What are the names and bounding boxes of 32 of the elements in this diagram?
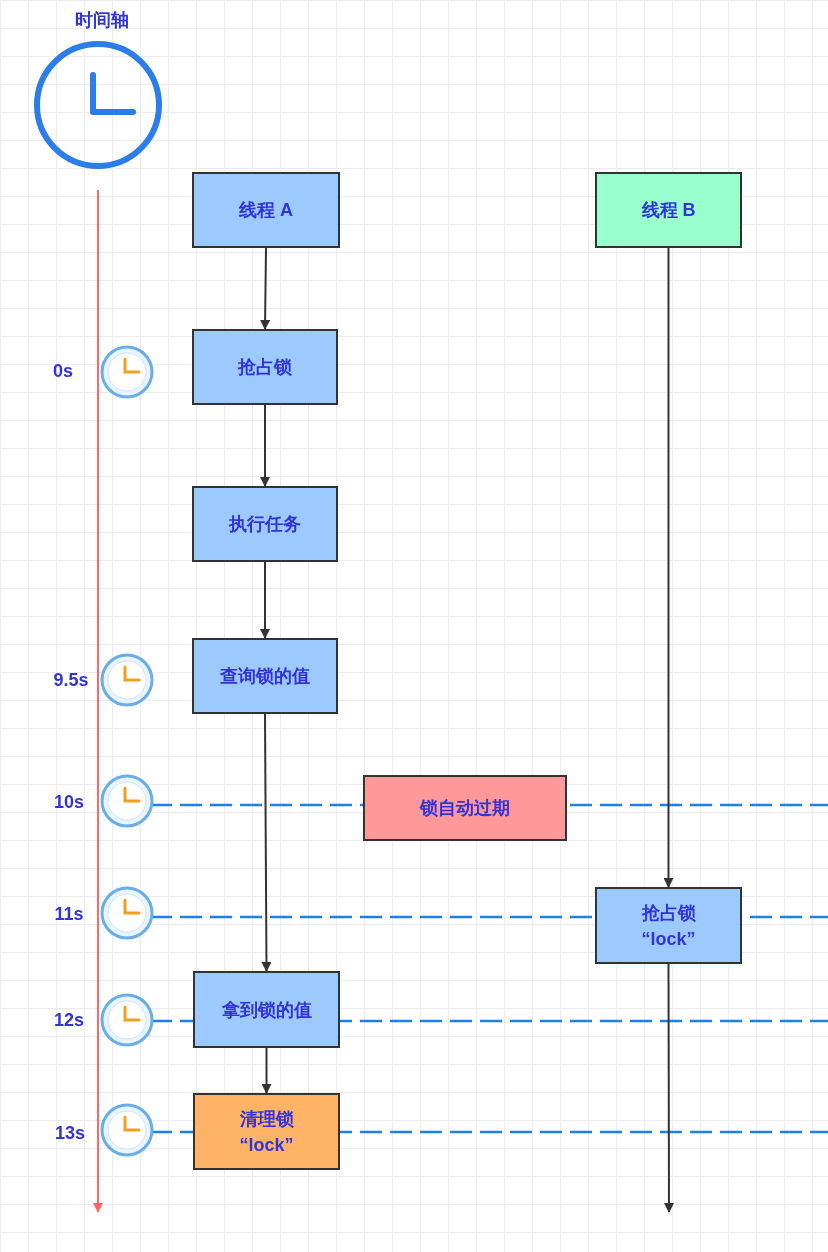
process-box: [363, 775, 567, 841]
box-label: 清理锁 “lock”: [238, 1107, 295, 1157]
process-box: [595, 887, 742, 964]
arrow: [260, 561, 270, 639]
process-box: [192, 172, 340, 248]
box-label: 抢占锁: [238, 356, 292, 379]
process-box: [193, 1093, 340, 1170]
box-label: 锁自动过期: [420, 797, 510, 820]
arrow: [663, 247, 674, 888]
arrow: [261, 713, 272, 972]
box-label: 线程 A: [239, 199, 293, 222]
process-box: [595, 172, 742, 248]
box-label: 执行任务: [229, 513, 301, 536]
arrow: [260, 247, 271, 330]
process-box: [193, 971, 340, 1048]
time-label: 12s: [54, 1009, 84, 1031]
box-label: 线程 B: [641, 199, 696, 222]
arrow: [261, 1047, 272, 1094]
process-box: [192, 486, 338, 562]
box-label: 拿到锁的值: [221, 998, 312, 1022]
process-box: [192, 638, 338, 714]
axis-title: 时间轴: [75, 9, 129, 32]
time-label: 9.5s: [53, 669, 89, 691]
box-label: 查询锁的值: [220, 665, 310, 688]
time-label: 11s: [54, 903, 84, 925]
arrow: [664, 963, 674, 1213]
time-label: 13s: [55, 1122, 85, 1144]
time-label: 0s: [53, 360, 73, 382]
box-label: 抢占锁 “lock”: [640, 901, 697, 951]
arrow: [260, 404, 270, 487]
time-label: 10s: [54, 791, 84, 813]
process-box: [192, 329, 338, 405]
